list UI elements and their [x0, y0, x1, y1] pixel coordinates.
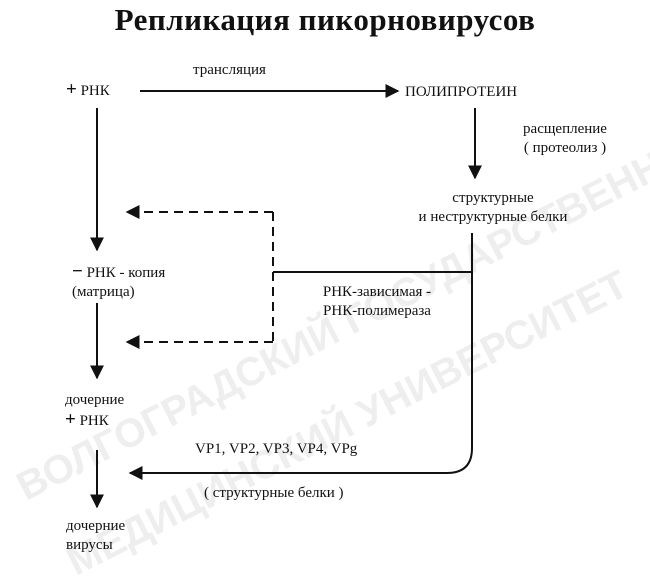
- minus-rna-label: РНК - копия: [86, 265, 166, 281]
- cleavage-line-1: расщепление: [523, 121, 607, 137]
- minus-sign: −: [72, 261, 83, 282]
- cleavage-line-2: ( протеолиз ): [523, 140, 607, 156]
- diagram-arrows: [90, 84, 482, 509]
- node-daughter-rna: дочерние + РНК: [65, 391, 124, 431]
- diagram-canvas: ВОЛГОГРАДСКИЙ ГОСУДАРСТВЕННЫЙ МЕДИЦИНСКИ…: [10, 2, 650, 584]
- label-structural-proteins: ( структурные белки ): [204, 485, 344, 501]
- node-minus-rna: − РНК - копия (матрица): [72, 262, 165, 302]
- label-polymerase: РНК-зависимая - РНК-полимераза: [287, 283, 467, 321]
- node-polyprotein: ПОЛИПРОТЕИН: [405, 84, 518, 100]
- minus-rna-line-2: (матрица): [72, 284, 135, 300]
- label-translation: трансляция: [193, 62, 266, 78]
- arrow-structural-proteins: [128, 233, 473, 480]
- label-vp-proteins: VP1, VP2, VP3, VP4, VPg: [195, 441, 358, 457]
- proteins-line-2: и неструктурные белки: [418, 209, 568, 225]
- label-cleavage: расщепление ( протеолиз ): [495, 120, 635, 158]
- page-title: Репликация пикорновирусов: [114, 2, 536, 37]
- plus-sign: +: [66, 79, 77, 100]
- polymerase-line-1: РНК-зависимая -: [322, 284, 432, 300]
- daughter-rna-line-1: дочерние: [65, 392, 125, 408]
- node-plus-rna: + РНК: [66, 80, 110, 101]
- daughter-viruses-line-1: дочерние: [66, 518, 126, 534]
- daughter-viruses-line-2: вирусы: [66, 537, 113, 553]
- node-proteins: структурные и неструктурные белки: [378, 189, 608, 227]
- polymerase-line-2: РНК-полимераза: [323, 303, 431, 319]
- plus-rna-label: РНК: [80, 83, 110, 99]
- node-daughter-viruses: дочерние вирусы: [66, 517, 125, 555]
- daughter-plus-sign: +: [65, 409, 76, 430]
- proteins-line-1: структурные: [452, 190, 534, 206]
- daughter-rna-label: РНК: [79, 413, 109, 429]
